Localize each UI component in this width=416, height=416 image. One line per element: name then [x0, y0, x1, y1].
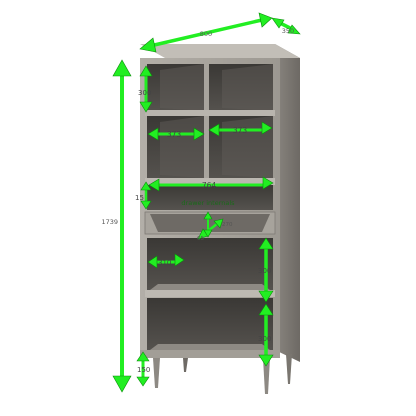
side-panel: [275, 44, 300, 362]
cube-height-arrow: [139, 65, 153, 113]
drawer-depth-label: 270: [222, 222, 233, 228]
drawer-height-label: 65: [197, 236, 204, 242]
open-shelf-lower-2: [147, 298, 273, 350]
bookcase-illustration: [140, 44, 300, 394]
cube-width-right-arrow: [208, 121, 273, 137]
cube-width-left-label: 373: [167, 130, 182, 139]
lower-left-label: 310: [158, 259, 171, 267]
width-label: 800: [200, 30, 212, 38]
leg-height-arrow: [136, 351, 150, 387]
open-shelf-lower-1: [147, 238, 273, 290]
width-arrow: [139, 12, 273, 53]
height-label: 1739: [101, 218, 118, 226]
height-arrow: [112, 59, 132, 393]
open-shelf-upper: [147, 184, 273, 210]
leg-back-left: [183, 358, 188, 372]
leg-height-label: 150: [137, 366, 150, 374]
leg-front-left: [153, 358, 160, 388]
top-panel: [140, 44, 300, 58]
lower-left-arrow: [147, 253, 185, 269]
divider-thickness-arrow: [140, 181, 152, 210]
depth-label: 350: [282, 27, 294, 35]
leg-front-right: [263, 358, 270, 394]
drawer-internals-label: drawer internals: [181, 199, 235, 207]
depth-arrow: [271, 17, 301, 35]
drawer-height-arrow: [203, 211, 213, 238]
leg-back-right: [286, 354, 292, 384]
dimension-arrows: [112, 12, 301, 393]
lower-right-height-1-label: 300: [258, 267, 271, 275]
cube-width-right-label: 373: [233, 126, 248, 135]
drawer-box: [150, 214, 270, 232]
dimension-labels: 800 350 1739 300 373 373 764 15 drawer i…: [101, 27, 294, 374]
cube-width-left-arrow: [147, 127, 205, 141]
lower-right-height-1-arrow: [258, 237, 274, 303]
lower-right-height-2-arrow: [258, 303, 274, 367]
internal-width-label: 764: [202, 181, 217, 190]
internal-width-arrow: [148, 176, 274, 192]
upper-shelf-height-label: 300: [138, 89, 151, 97]
divider-thickness-label: 15: [135, 194, 144, 202]
base-rail: [140, 350, 280, 358]
lower-right-height-2-label: 300: [258, 335, 271, 343]
